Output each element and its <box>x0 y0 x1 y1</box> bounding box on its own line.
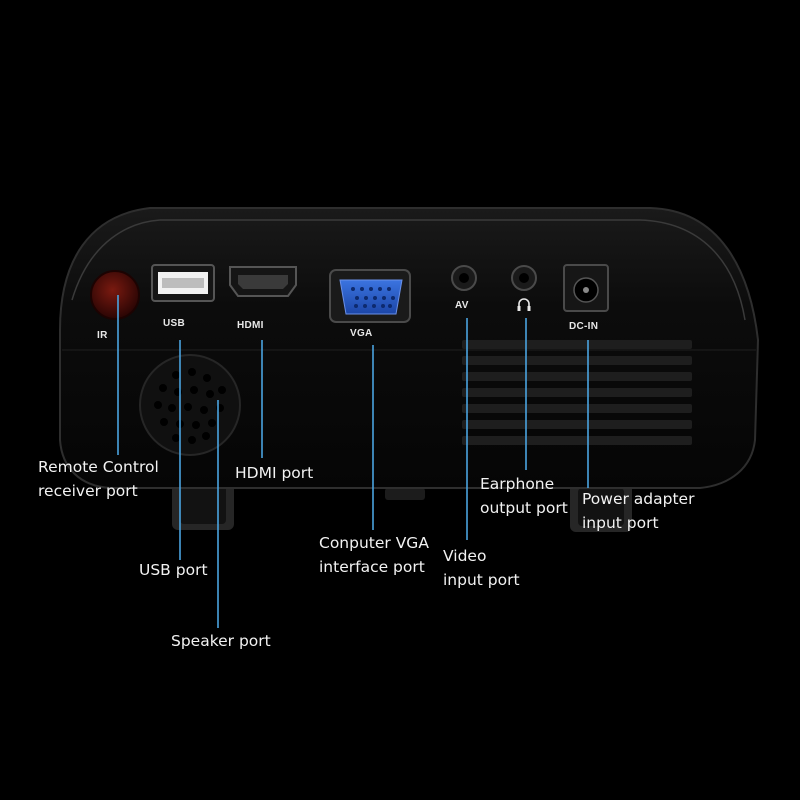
callout-earphone: Earphone output port <box>480 475 568 517</box>
callout-video: Video input port <box>443 547 520 589</box>
headphone-icon <box>517 298 531 311</box>
speaker-grille <box>139 354 241 456</box>
av-jack <box>451 265 477 291</box>
callout-lines <box>117 295 589 628</box>
ir-label: IR <box>97 330 108 341</box>
vent-grille <box>462 340 692 445</box>
callout-hdmi: HDMI port <box>235 464 314 482</box>
dc-in-port <box>563 264 609 312</box>
usb-port <box>151 264 215 302</box>
callout-remote-control: Remote Control receiver port <box>38 458 159 500</box>
callout-power-adapter: Power adapter input port <box>582 490 695 532</box>
earphone-jack <box>511 265 537 291</box>
ir-receiver-window <box>90 270 140 320</box>
vga-label: VGA <box>350 328 373 339</box>
callout-vga: Conputer VGA interface port <box>319 534 429 576</box>
hdmi-port <box>229 266 297 297</box>
hdmi-label: HDMI <box>237 320 264 331</box>
callout-speaker: Speaker port <box>171 632 271 650</box>
vga-port <box>329 269 411 323</box>
callout-usb: USB port <box>139 561 208 579</box>
dc-in-label: DC-IN <box>569 321 599 332</box>
av-label: AV <box>455 300 469 311</box>
usb-label: USB <box>163 318 186 329</box>
